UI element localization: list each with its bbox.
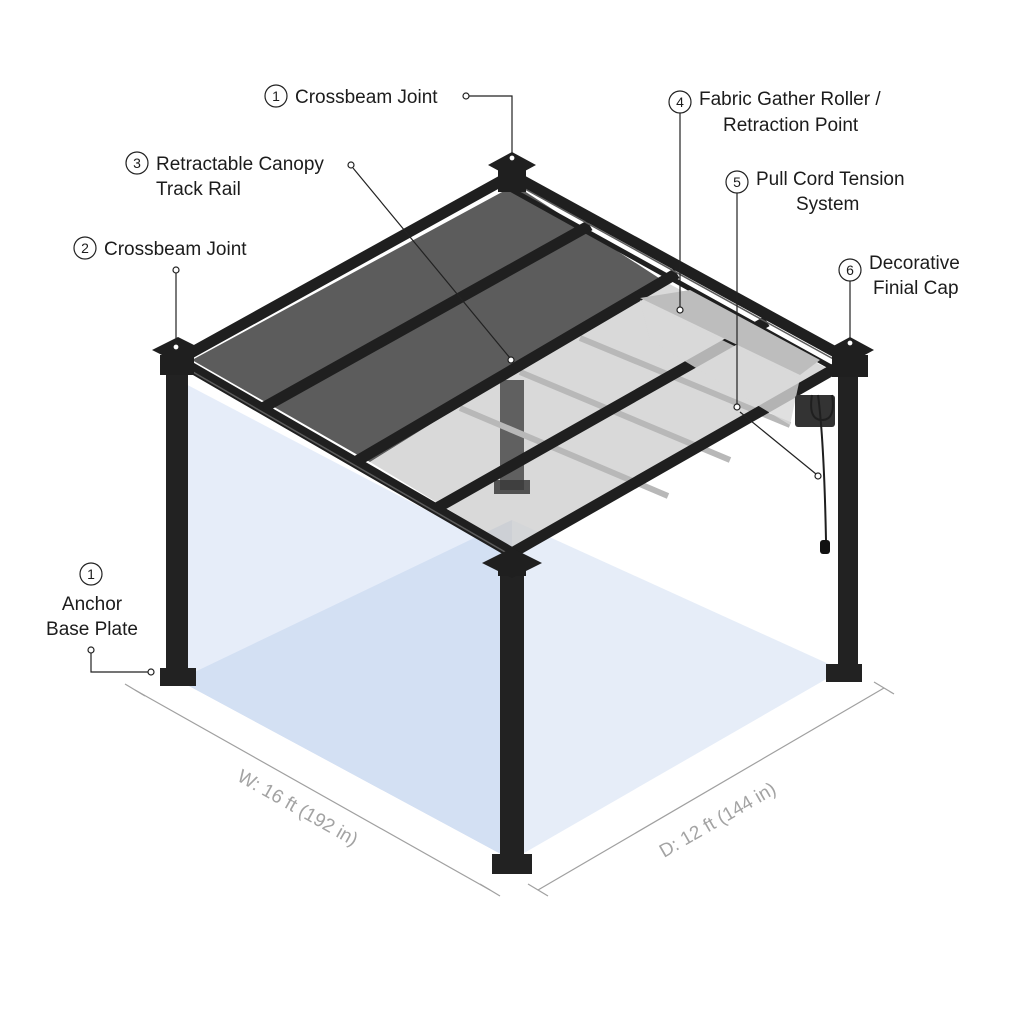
callout-label: Track Rail [156,179,241,200]
callout-label: Decorative [869,253,960,274]
callout-pull-cord: 5 Pull Cord Tension System [725,169,905,480]
callout-label: Pull Cord Tension [756,169,905,190]
callout-track-rail: 3 Retractable Canopy Track Rail [125,151,515,364]
side-wall-tint [178,380,512,860]
callout-label: Retractable Canopy [156,154,324,175]
callout-number: 2 [81,240,89,256]
callout-finial-cap: 6 Decorative Finial Cap [838,253,960,347]
callout-number: 5 [733,174,741,190]
callout-number: 3 [133,155,141,171]
depth-dimension: D: 12 ft (144 in) [656,779,780,863]
callout-number: 1 [272,88,280,104]
callout-number: 4 [676,94,684,110]
callout-label: Crossbeam Joint [295,87,438,108]
callout-label: System [796,194,859,215]
finial-caps [152,152,874,578]
callout-number: 6 [846,262,854,278]
dimension-lines [124,681,895,897]
callout-gather-roller: 4 Fabric Gather Roller / Retraction Poin… [668,89,881,314]
frame-highlights [185,183,847,557]
callout-number: 1 [87,566,95,582]
callout-crossbeam-joint-top: 1 Crossbeam Joint [264,84,516,162]
width-dimension: W: 16 ft (192 in) [234,766,362,851]
callout-label: Finial Cap [873,278,959,299]
callout-label: Crossbeam Joint [104,239,247,260]
posts [160,362,862,874]
callout-label: Base Plate [46,619,138,640]
callout-label: Retraction Point [723,115,859,136]
callout-crossbeam-joint-left: 2 Crossbeam Joint [73,236,247,351]
callout-label: Fabric Gather Roller / [699,89,881,110]
callout-anchor-base-plate: 1 Anchor Base Plate [46,562,155,676]
pull-cord [810,394,834,554]
callout-label: Anchor [62,594,123,615]
